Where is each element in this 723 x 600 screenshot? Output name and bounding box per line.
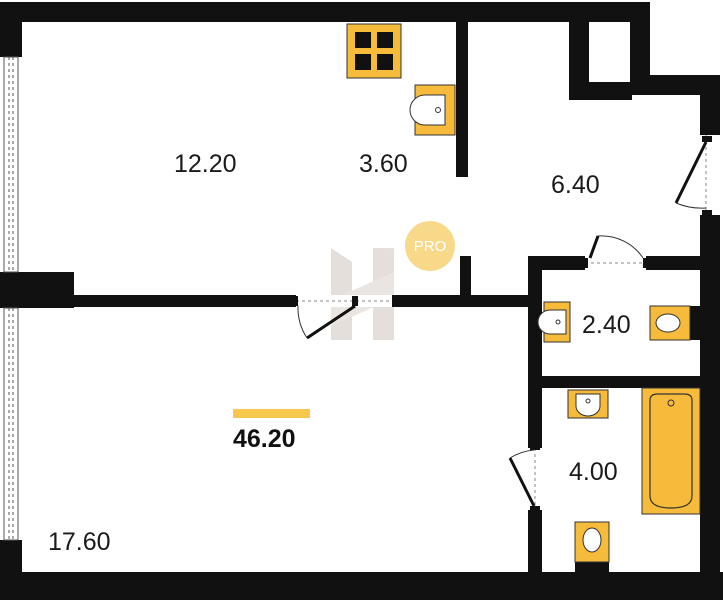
room-area-hallway: 6.40 (551, 171, 600, 199)
kitchen-sink-icon (409, 84, 456, 136)
bathtub-icon (641, 387, 701, 515)
window-upper (3, 56, 19, 273)
room-area-bathroom: 4.00 (569, 458, 618, 486)
room-area-living: 12.20 (174, 150, 237, 178)
toilet-room-sink-icon (537, 301, 571, 343)
toilet-icon (649, 305, 700, 341)
entrance-door (674, 135, 720, 216)
watermark-logo (331, 248, 394, 340)
pro-badge: PRO (405, 221, 455, 271)
total-area-label: 46.20 (233, 425, 296, 453)
room-area-bedroom: 17.60 (48, 528, 111, 556)
window-lower (3, 307, 19, 541)
bathroom-door (508, 444, 542, 512)
room-area-toilet: 2.40 (582, 311, 631, 339)
stove-icon (346, 23, 402, 79)
toilet-door (582, 235, 649, 270)
room-area-kitchen: 3.60 (359, 150, 408, 178)
bathroom-sink-icon (567, 389, 609, 419)
total-area-bar (233, 409, 310, 418)
bathroom-toilet-icon (574, 521, 610, 572)
bedroom-door (292, 295, 392, 340)
